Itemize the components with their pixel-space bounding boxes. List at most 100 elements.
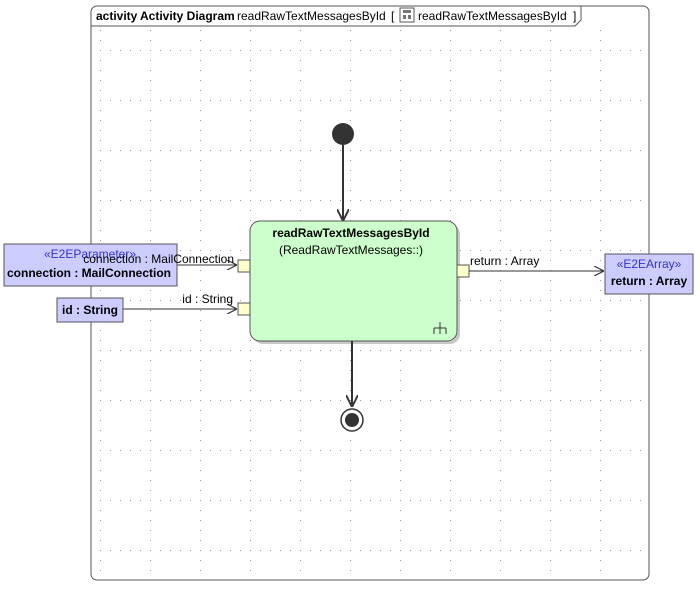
grid-dot xyxy=(370,500,371,501)
grid-dot xyxy=(600,80,601,81)
grid-dot xyxy=(360,550,361,551)
grid-dot xyxy=(220,200,221,201)
input-pin-id[interactable] xyxy=(237,302,251,316)
grid-dot xyxy=(110,100,111,101)
grid-dot xyxy=(450,360,451,361)
grid-dot xyxy=(450,40,451,41)
grid-dot xyxy=(170,550,171,551)
grid-dot xyxy=(100,400,101,401)
grid-dot xyxy=(290,450,291,451)
grid-dot xyxy=(190,250,191,251)
grid-dot xyxy=(530,200,531,201)
grid-dot xyxy=(460,200,461,201)
grid-dot xyxy=(150,400,151,401)
grid-dot xyxy=(130,100,131,101)
grid-dot xyxy=(150,530,151,531)
frame-bracket-close: ] xyxy=(573,9,576,23)
grid-dot xyxy=(400,170,401,171)
parameter-node-connection[interactable] xyxy=(3,243,178,287)
grid-dot xyxy=(580,400,581,401)
grid-dot xyxy=(580,350,581,351)
grid-dot xyxy=(260,50,261,51)
grid-dot xyxy=(400,100,401,101)
grid-dot xyxy=(200,130,201,131)
grid-dot xyxy=(100,130,101,131)
grid-dot xyxy=(150,160,151,161)
grid-dot xyxy=(150,30,151,31)
parameter-node-return[interactable] xyxy=(604,253,694,295)
output-pin-return[interactable] xyxy=(456,264,470,278)
grid-dot xyxy=(180,150,181,151)
grid-dot xyxy=(610,150,611,151)
parameter-node-id[interactable] xyxy=(56,297,124,323)
grid-dot xyxy=(360,200,361,201)
grid-dot xyxy=(280,50,281,51)
grid-dot xyxy=(330,400,331,401)
grid-dot xyxy=(310,500,311,501)
grid-dot xyxy=(350,200,351,201)
grid-dot xyxy=(290,150,291,151)
grid-dot xyxy=(540,550,541,551)
grid-dot xyxy=(600,30,601,31)
grid-dot xyxy=(400,470,401,471)
grid-dot xyxy=(610,50,611,51)
grid-dot xyxy=(150,460,151,461)
grid-dot xyxy=(200,300,201,301)
grid-dot xyxy=(600,120,601,121)
grid-dot xyxy=(350,570,351,571)
grid-dot xyxy=(510,250,511,251)
grid-dot xyxy=(350,160,351,161)
grid-dot xyxy=(570,200,571,201)
grid-dot xyxy=(600,470,601,471)
grid-dot xyxy=(510,550,511,551)
grid-dot xyxy=(610,100,611,101)
grid-dot xyxy=(100,80,101,81)
grid-dot xyxy=(150,480,151,481)
grid-dot xyxy=(250,450,251,451)
grid-dot xyxy=(580,550,581,551)
grid-dot xyxy=(560,500,561,501)
grid-dot xyxy=(290,50,291,51)
grid-dot xyxy=(500,100,501,101)
grid-dot xyxy=(250,470,251,471)
grid-dot xyxy=(190,350,191,351)
grid-dot xyxy=(180,500,181,501)
grid-dot xyxy=(470,50,471,51)
grid-dot xyxy=(620,150,621,151)
grid-dot xyxy=(380,500,381,501)
grid-dot xyxy=(500,310,501,311)
grid-dot xyxy=(400,160,401,161)
grid-dot xyxy=(630,400,631,401)
grid-dot xyxy=(560,100,561,101)
grid-dot xyxy=(250,40,251,41)
grid-dot xyxy=(550,100,551,101)
grid-dot xyxy=(450,500,451,501)
grid-dot xyxy=(270,450,271,451)
grid-dot xyxy=(250,30,251,31)
grid-dot xyxy=(500,130,501,131)
input-pin-connection[interactable] xyxy=(237,259,251,273)
grid-dot xyxy=(310,550,311,551)
grid-dot xyxy=(340,200,341,201)
grid-dot xyxy=(300,110,301,111)
grid-dot xyxy=(220,50,221,51)
grid-dot xyxy=(450,90,451,91)
grid-dot xyxy=(270,350,271,351)
grid-dot xyxy=(600,330,601,331)
grid-dot xyxy=(450,180,451,181)
grid-dot xyxy=(110,450,111,451)
grid-dot xyxy=(180,100,181,101)
grid-dot xyxy=(300,410,301,411)
grid-dot xyxy=(570,100,571,101)
initial-node[interactable] xyxy=(332,123,354,145)
grid-dot xyxy=(570,300,571,301)
grid-dot xyxy=(350,180,351,181)
grid-dot xyxy=(380,350,381,351)
grid-dot xyxy=(180,250,181,251)
grid-dot xyxy=(110,400,111,401)
grid-dot xyxy=(550,400,551,401)
grid-dot xyxy=(490,100,491,101)
grid-dot xyxy=(400,70,401,71)
action-node[interactable] xyxy=(249,220,458,342)
grid-dot xyxy=(230,450,231,451)
